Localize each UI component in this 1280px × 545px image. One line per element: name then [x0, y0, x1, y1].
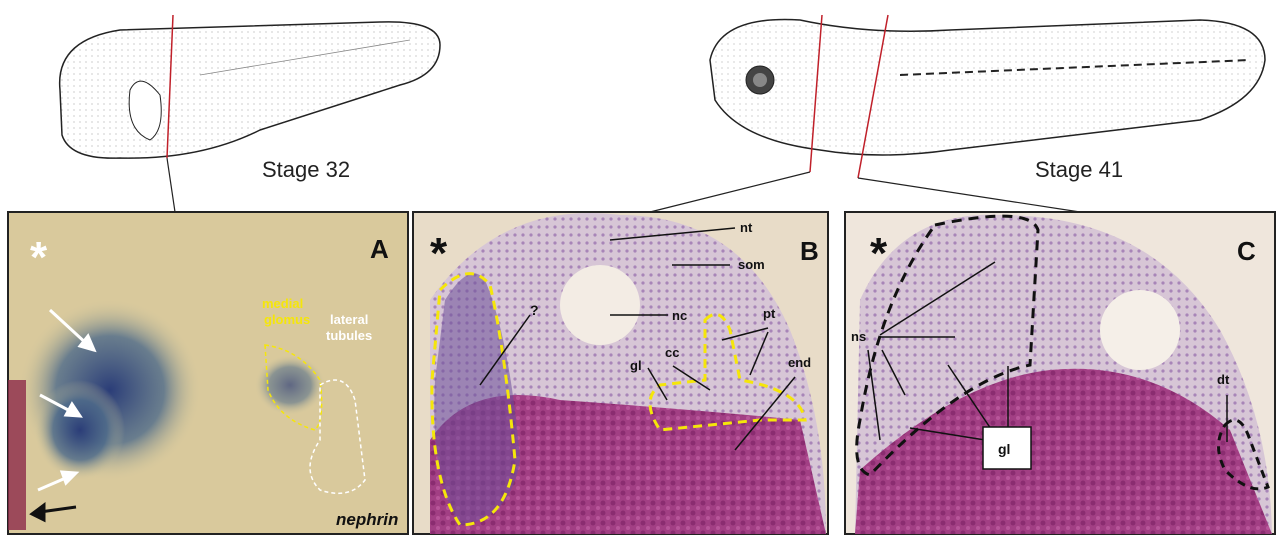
panel-letter-a: A	[370, 234, 389, 264]
label-som: som	[738, 257, 765, 272]
label-medial: medial	[262, 296, 303, 311]
label-gl: gl	[630, 358, 642, 373]
label-dt: dt	[1217, 372, 1230, 387]
label-glomus: glomus	[264, 312, 310, 327]
label-lateral: lateral	[330, 312, 368, 327]
section-line	[857, 14, 889, 179]
label-cc: cc	[665, 345, 679, 360]
asterisk: *	[870, 229, 888, 278]
label-nt: nt	[740, 220, 753, 235]
panel-b: * B nt som ? nc pt gl cc end	[412, 211, 829, 535]
stage-32-label: Stage 32	[262, 157, 350, 182]
asterisk: *	[430, 229, 448, 278]
label-nc: nc	[672, 308, 687, 323]
tadpole-stage-41-drawing	[649, 14, 1266, 213]
section-line	[166, 14, 174, 159]
panel-letter-c: C	[1237, 236, 1256, 266]
label-gl: gl	[998, 441, 1010, 457]
asterisk: *	[30, 233, 48, 282]
label-pt: pt	[763, 306, 776, 321]
stage-41-label: Stage 41	[1035, 157, 1123, 182]
panel-letter-b: B	[800, 236, 819, 266]
label-ns: ns	[851, 329, 866, 344]
panel-c: * C ns gl dt	[844, 211, 1276, 535]
gene-label-nephrin: nephrin	[336, 510, 398, 529]
label-end: end	[788, 355, 811, 370]
label-tubules: tubules	[326, 328, 372, 343]
tadpole-stage-32-drawing	[58, 14, 441, 213]
gl-label-box	[982, 426, 1032, 470]
section-line	[809, 14, 823, 173]
panel-a: * A medial glomus lateral tubules nephri…	[7, 211, 409, 535]
label-question: ?	[530, 302, 539, 318]
